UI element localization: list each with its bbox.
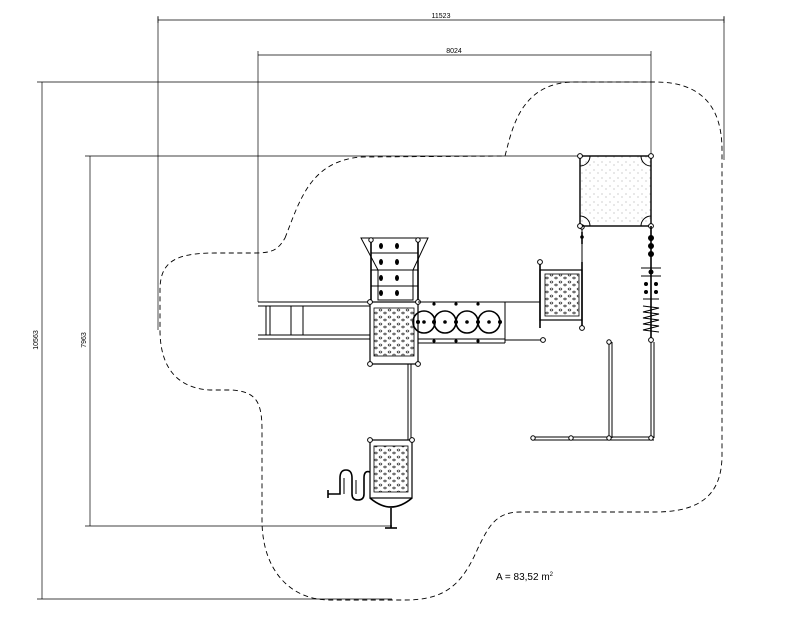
- shade-canopy: [577, 153, 654, 229]
- safety-zone-outline: [159, 81, 723, 601]
- overall-height-label: 10563: [33, 330, 40, 350]
- slide-tower: [360, 237, 429, 302]
- area-unit-superscript: 2: [550, 572, 554, 578]
- central-tower-platform: [367, 299, 421, 367]
- dimension-overall-width: 11523: [157, 13, 725, 330]
- inner-height-label: 7963: [81, 332, 88, 348]
- climbing-chain: [641, 226, 661, 343]
- ring-bridge: [412, 301, 506, 344]
- right-small-tower: [537, 224, 585, 331]
- dimension-inner-width: 8024: [257, 48, 652, 302]
- inner-width-label: 8024: [446, 48, 462, 55]
- lower-tower: [367, 437, 415, 529]
- dimension-overall-height: 10563: [33, 81, 650, 600]
- pipe-frame: [530, 339, 655, 441]
- wavy-climber: [327, 469, 371, 501]
- vertical-pole: [407, 364, 412, 440]
- area-label: A = 83,52 m2: [496, 572, 554, 583]
- upper-connector: [505, 301, 546, 343]
- left-walkway: [258, 301, 370, 340]
- overall-width-label: 11523: [432, 13, 451, 20]
